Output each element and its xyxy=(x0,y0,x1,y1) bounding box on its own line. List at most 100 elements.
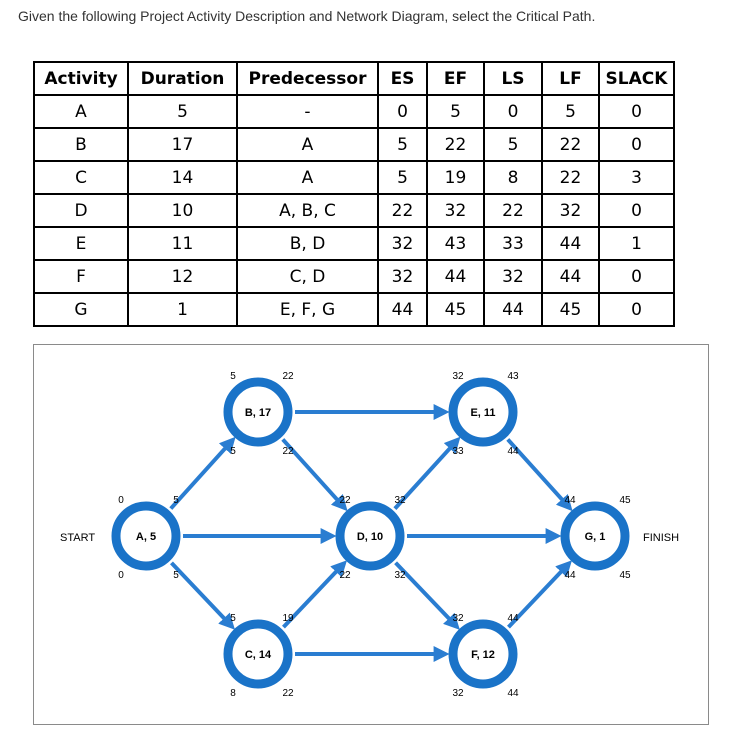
table-cell: 5 xyxy=(377,127,428,162)
node-circle xyxy=(448,377,518,447)
table-cell: 0 xyxy=(598,193,675,228)
node-es-value: 5 xyxy=(230,613,236,624)
node-ls-value: 32 xyxy=(452,688,464,699)
table-cell: A xyxy=(236,160,379,195)
table-cell: A xyxy=(33,94,129,129)
table-cell: B xyxy=(33,127,129,162)
table-cell: 32 xyxy=(426,193,485,228)
table-cell: 44 xyxy=(426,259,485,294)
table-cell: 0 xyxy=(598,127,675,162)
activity-table: Activity Duration Predecessor ES EF LS L… xyxy=(33,61,675,327)
edge-f-g xyxy=(507,560,573,629)
column-header: SLACK xyxy=(598,61,675,96)
table-cell: 10 xyxy=(127,193,238,228)
table-cell: 22 xyxy=(483,193,543,228)
node-lf-value: 22 xyxy=(282,688,294,699)
start-label: START xyxy=(60,532,95,544)
edges-layer xyxy=(169,404,573,662)
node-label: C, 14 xyxy=(245,649,272,661)
table-cell: 1 xyxy=(598,226,675,261)
node-circle xyxy=(448,619,518,689)
table-cell: A xyxy=(236,127,379,162)
table-cell: 44 xyxy=(541,259,600,294)
edge-e-g xyxy=(506,438,573,512)
table-cell: 45 xyxy=(426,292,485,327)
table-cell: 44 xyxy=(483,292,543,327)
column-header: LS xyxy=(483,61,543,96)
edge-c-d xyxy=(282,560,348,629)
table-cell: 14 xyxy=(127,160,238,195)
table-cell: 22 xyxy=(541,160,600,195)
table-cell: 0 xyxy=(377,94,428,129)
table-cell: 5 xyxy=(483,127,543,162)
node-lf-value: 45 xyxy=(619,570,631,581)
node-ef-value: 44 xyxy=(507,613,519,624)
node-g: G, 1 44 45 44 45 xyxy=(560,495,631,581)
node-ls-value: 44 xyxy=(564,570,576,581)
table-cell: 32 xyxy=(483,259,543,294)
node-es-value: 22 xyxy=(339,495,351,506)
table-cell: 0 xyxy=(483,94,543,129)
node-es-value: 32 xyxy=(452,371,464,382)
table-cell: - xyxy=(236,94,379,129)
node-circle xyxy=(111,501,181,571)
node-label: B, 17 xyxy=(245,407,271,419)
node-e: E, 11 32 43 33 44 xyxy=(448,371,519,457)
table-cell: 17 xyxy=(127,127,238,162)
node-circle xyxy=(223,377,293,447)
node-ef-value: 43 xyxy=(507,371,519,382)
table-cell: 8 xyxy=(483,160,543,195)
table-cell: A, B, C xyxy=(236,193,379,228)
column-header: Predecessor xyxy=(236,61,379,96)
question-text: Given the following Project Activity Des… xyxy=(18,8,596,24)
table-cell: 5 xyxy=(541,94,600,129)
table-cell: 12 xyxy=(127,259,238,294)
table-header-row: Activity Duration Predecessor ES EF LS L… xyxy=(33,61,675,96)
table-cell: 22 xyxy=(377,193,428,228)
node-label: A, 5 xyxy=(136,531,156,543)
node-ls-value: 33 xyxy=(452,446,464,457)
edge-a-b xyxy=(169,436,236,510)
node-ef-value: 45 xyxy=(619,495,631,506)
node-es-value: 32 xyxy=(452,613,464,624)
table-cell: 22 xyxy=(541,127,600,162)
table-cell: C, D xyxy=(236,259,379,294)
node-label: D, 10 xyxy=(357,531,383,543)
node-ls-value: 22 xyxy=(339,570,351,581)
table-cell: 11 xyxy=(127,226,238,261)
node-label: F, 12 xyxy=(471,649,495,661)
node-label: G, 1 xyxy=(585,531,606,543)
column-header: LF xyxy=(541,61,600,96)
table-cell: B, D xyxy=(236,226,379,261)
table-cell: 44 xyxy=(541,226,600,261)
table-cell: 1 xyxy=(127,292,238,327)
node-ef-value: 19 xyxy=(282,613,294,624)
node-lf-value: 5 xyxy=(173,570,179,581)
table-cell: 3 xyxy=(598,160,675,195)
table-cell: 44 xyxy=(377,292,428,327)
node-circle xyxy=(335,501,405,571)
node-lf-value: 44 xyxy=(507,446,519,457)
node-ls-value: 0 xyxy=(118,570,124,581)
node-label: E, 11 xyxy=(470,407,495,419)
edge-d-f xyxy=(394,561,460,630)
node-es-value: 44 xyxy=(564,495,576,506)
table-cell: 5 xyxy=(377,160,428,195)
node-ef-value: 32 xyxy=(394,495,406,506)
table-cell: 33 xyxy=(483,226,543,261)
table-cell: 5 xyxy=(426,94,485,129)
node-es-value: 5 xyxy=(230,371,236,382)
